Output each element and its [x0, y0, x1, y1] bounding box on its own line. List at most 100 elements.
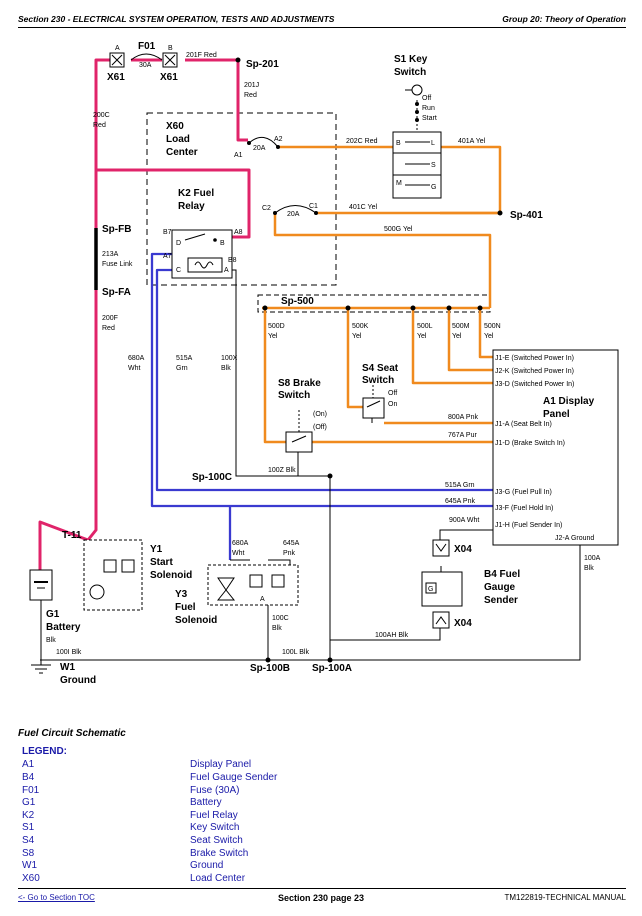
gauge-label-1: B4 Fuel [484, 569, 520, 580]
wire-500g-label: 500G Yel [384, 226, 413, 233]
wire-500l [411, 308, 493, 385]
wire-200c-red [86, 58, 110, 541]
fuel-relay-label-1: K2 Fuel [178, 188, 214, 199]
t11-label: T-11 [62, 530, 82, 541]
wire-201j-label-1: 201J [244, 82, 259, 89]
x04-connector-bottom [432, 611, 450, 629]
relay-a8-label: A8 [234, 229, 243, 236]
legend-code: S8 [22, 848, 35, 859]
relay-b-terminal: B [220, 240, 225, 247]
key-m-terminal: M [396, 180, 402, 187]
figure-caption: Fuel Circuit Schematic [18, 728, 126, 739]
brake-switch-label-1: S8 Brake [278, 378, 321, 389]
display-pin-j1d: J1-D (Brake Switch In) [495, 440, 565, 447]
go-to-section-toc-link[interactable]: <- Go to Section TOC [18, 893, 95, 902]
wire-500k [346, 308, 363, 409]
wire-100i-label: 100I Blk [56, 649, 82, 656]
legend-title: LEGEND: [22, 746, 67, 757]
wire-201j-label-2: Red [244, 92, 257, 99]
wire-680a-label-2: Wht [128, 365, 141, 372]
wire-401a [440, 145, 502, 215]
orange-wires [262, 145, 502, 444]
ground-label-1: W1 [60, 662, 75, 673]
wire-800a-label: 800A Pnk [448, 414, 478, 421]
display-label-2: Panel [543, 409, 570, 420]
spfa-label: Sp-FA [102, 287, 131, 298]
display-pin-j2a: J2-A Ground [555, 535, 594, 542]
wire-515a-grn [155, 268, 493, 492]
wire-100x-label-1: 100X [221, 355, 238, 362]
key-switch-label-2: Switch [394, 67, 426, 78]
wire-500d-label-2: Yel [268, 333, 278, 340]
pin-b-label: B [168, 45, 173, 52]
x61-connector-right [162, 52, 178, 68]
seat-on-label: On [388, 401, 397, 408]
fuel-solenoid [207, 564, 299, 606]
wire-500n-label-1: 500N [484, 323, 501, 330]
display-pin-j3g: J3-G (Fuel Pull In) [495, 489, 552, 496]
display-pin-j3f: J3-F (Fuel Hold In) [495, 505, 553, 512]
wire-500m-label-2: Yel [452, 333, 462, 340]
wire-645a-bottom-label-1: 645A [283, 540, 300, 547]
wire-500g [273, 213, 492, 308]
brake-switch [285, 410, 313, 453]
legend-code: G1 [22, 797, 36, 808]
legend-code: B4 [22, 772, 35, 783]
wire-100ah [330, 623, 441, 641]
sp100c-label: Sp-100C [192, 472, 232, 483]
x04-connector-top [432, 539, 450, 557]
wire-500d [263, 308, 286, 444]
fuel-gauge-sender [421, 566, 463, 607]
wire-200f-label-1: 200F [102, 315, 118, 322]
wire-100x [232, 269, 331, 660]
wire-680a-bottom-label-2: Wht [232, 550, 245, 557]
wire-645a-pnk [150, 252, 493, 508]
wire-500m [447, 308, 493, 372]
footer-toc-link-wrap: <- Go to Section TOC [18, 893, 95, 902]
footer-page-label: Section 230 page 23 [277, 893, 365, 903]
wire-battery-red [38, 520, 89, 570]
fuse-c1-label: C1 [309, 203, 318, 210]
wire-100z-label: 100Z Blk [268, 467, 296, 474]
wire-200f-label-2: Red [102, 325, 115, 332]
fuse-a-rating: 20A [253, 145, 266, 152]
wire-202c-label: 202C Red [346, 138, 378, 145]
legend-code: S1 [22, 822, 35, 833]
wire-515a-label-1: 515A [176, 355, 193, 362]
legend-desc: Display Panel [190, 759, 252, 770]
gauge-label-3: Sender [484, 595, 518, 606]
fuse-a2-label: A2 [274, 136, 283, 143]
gauge-label-2: Gauge [484, 582, 516, 593]
seat-switch [362, 385, 385, 419]
wire-500k-label-2: Yel [352, 333, 362, 340]
key-switch [392, 84, 442, 199]
wire-200c-label-2: Red [93, 122, 106, 129]
wire-401a-label: 401A Yel [458, 138, 486, 145]
key-s-terminal: S [431, 162, 436, 169]
wire-100c-label-2: Blk [272, 625, 282, 632]
pin-a-label: A [115, 45, 120, 52]
relay-b8-label: B8 [228, 257, 237, 264]
fuse-f01-rating: 30A [139, 62, 152, 69]
x04-top-label: X04 [454, 544, 472, 555]
display-panel-box [492, 349, 619, 546]
fuse-a-20a [247, 136, 280, 149]
fuel-solenoid-a-terminal: A [260, 596, 265, 603]
x04-bottom-label: X04 [454, 618, 472, 629]
wire-200c-label-1: 200C [93, 112, 110, 119]
fuse-c-rating: 20A [287, 211, 300, 218]
legend-code: S4 [22, 835, 35, 846]
ground-label-2: Ground [60, 675, 96, 686]
seat-switch-label-1: S4 Seat [362, 363, 399, 374]
legend-desc: Seat Switch [190, 835, 243, 846]
wire-213a-label-2: Fuse Link [102, 261, 133, 268]
display-pin-j1a: J1-A (Seat Belt In) [495, 421, 552, 428]
legend-desc: Fuel Relay [190, 810, 238, 821]
red-wires [38, 58, 251, 570]
fuel-solenoid-label-3: Solenoid [175, 615, 217, 626]
wire-100a-label-2: Blk [584, 565, 594, 572]
legend-desc: Load Center [190, 873, 246, 884]
relay-c-terminal: C [176, 267, 181, 274]
wire-100a-label-1: 100A [584, 555, 601, 562]
display-pin-j2k: J2-K (Switched Power In) [495, 368, 574, 375]
